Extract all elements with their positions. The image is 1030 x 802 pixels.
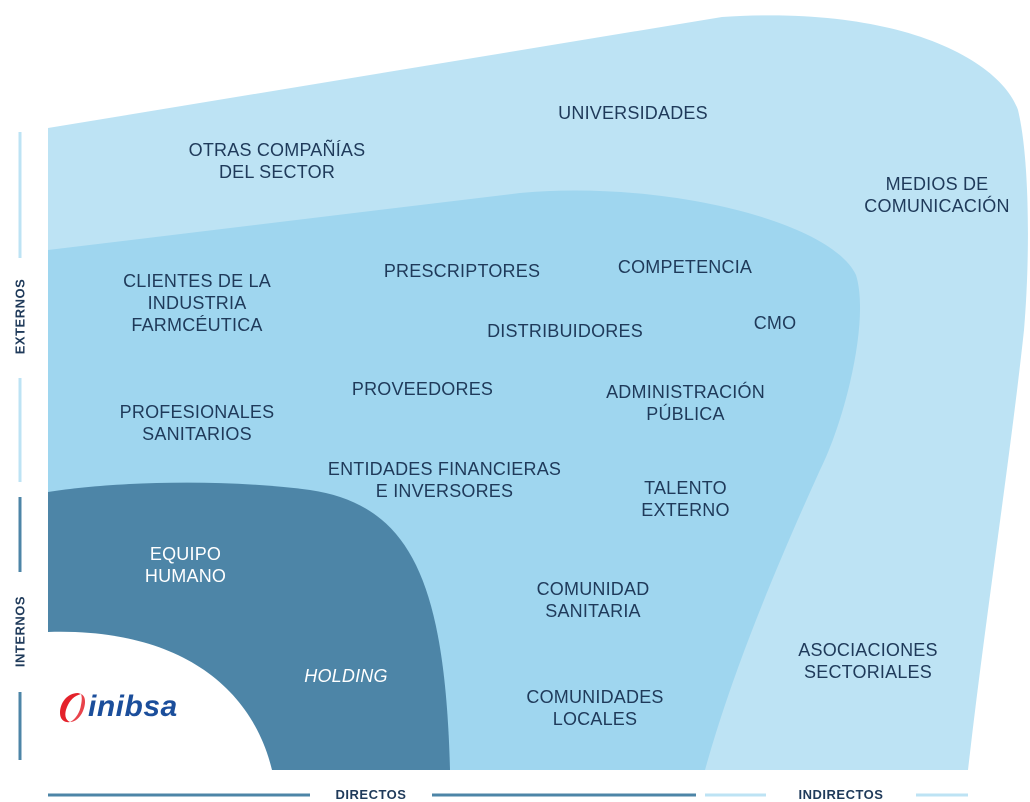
logo-mark-icon [60, 693, 86, 723]
label-proveedores: PROVEEDORES [351, 379, 494, 399]
label-universidades: UNIVERSIDADES [558, 103, 708, 123]
axis-label-internos: INTERNOS [12, 595, 28, 668]
label-comunidad-sanitaria: COMUNIDAD SANITARIA [536, 579, 650, 621]
axis-label-indirectos: INDIRECTOS [798, 787, 884, 802]
label-prescriptores: PRESCRIPTORES [383, 261, 541, 281]
label-talento: TALENTO EXTERNO [641, 478, 730, 520]
label-entidades: ENTIDADES FINANCIERAS E INVERSORES [327, 459, 562, 501]
label-competencia: COMPETENCIA [617, 257, 753, 277]
label-cmo: CMO [753, 313, 797, 333]
label-administracion: ADMINISTRACIÓN PÚBLICA [606, 382, 765, 424]
label-distribuidores: DISTRIBUIDORES [487, 321, 643, 341]
label-comunidades-locales: COMUNIDADES LOCALES [526, 687, 664, 729]
axis-label-directos: DIRECTOS [335, 787, 407, 802]
label-medios: MEDIOS DE COMUNICACIÓN [864, 174, 1010, 216]
inibsa-logo: inibsa [58, 690, 178, 724]
axis-label-externos: EXTERNOS [12, 278, 28, 355]
label-clientes: CLIENTES DE LA INDUSTRIA FARMCÉUTICA [123, 271, 271, 335]
label-equipo: EQUIPO HUMANO [144, 544, 227, 586]
label-holding: HOLDING [304, 666, 388, 686]
logo-text: inibsa [88, 690, 178, 723]
label-profesionales: PROFESIONALES SANITARIOS [119, 402, 275, 444]
label-asociaciones: ASOCIACIONES SECTORIALES [798, 640, 938, 682]
label-otras-companias: OTRAS COMPAÑÍAS DEL SECTOR [188, 140, 366, 182]
holding-corner [48, 631, 272, 770]
